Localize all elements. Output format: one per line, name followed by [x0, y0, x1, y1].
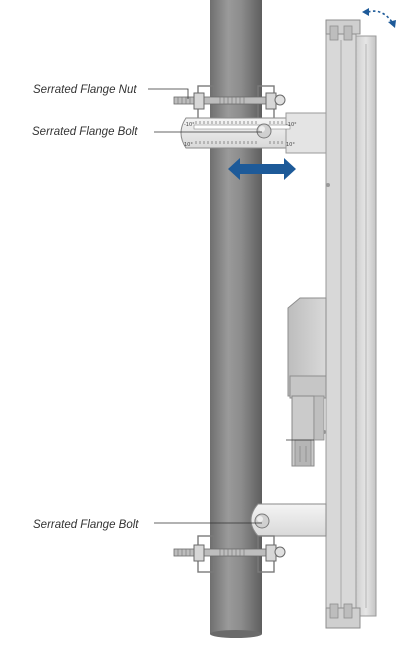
scale-mark-right-bottom: 10°	[286, 142, 295, 148]
bottom-u-bolt	[173, 535, 286, 573]
bottom-bracket	[250, 503, 327, 537]
scale-mark-left-bottom: 10°	[184, 142, 193, 148]
horizontal-adjust-arrow	[228, 158, 296, 180]
radio-housing	[286, 297, 327, 467]
top-bracket: -10° 10° -10° 10°	[180, 112, 327, 154]
callout-serrated-flange-nut: Serrated Flange Nut	[33, 84, 137, 96]
scale-mark-left-top: -10°	[184, 122, 195, 128]
mounting-pole	[210, 0, 262, 638]
tilt-indicator-arrow	[362, 8, 396, 28]
antenna-panel	[322, 19, 377, 629]
callout-serrated-flange-bolt-top: Serrated Flange Bolt	[32, 126, 138, 138]
callout-serrated-flange-bolt-bottom: Serrated Flange Bolt	[33, 519, 139, 531]
scale-mark-right-top: -10°	[286, 122, 297, 128]
top-u-bolt	[173, 85, 286, 125]
callout-lines	[148, 88, 262, 524]
